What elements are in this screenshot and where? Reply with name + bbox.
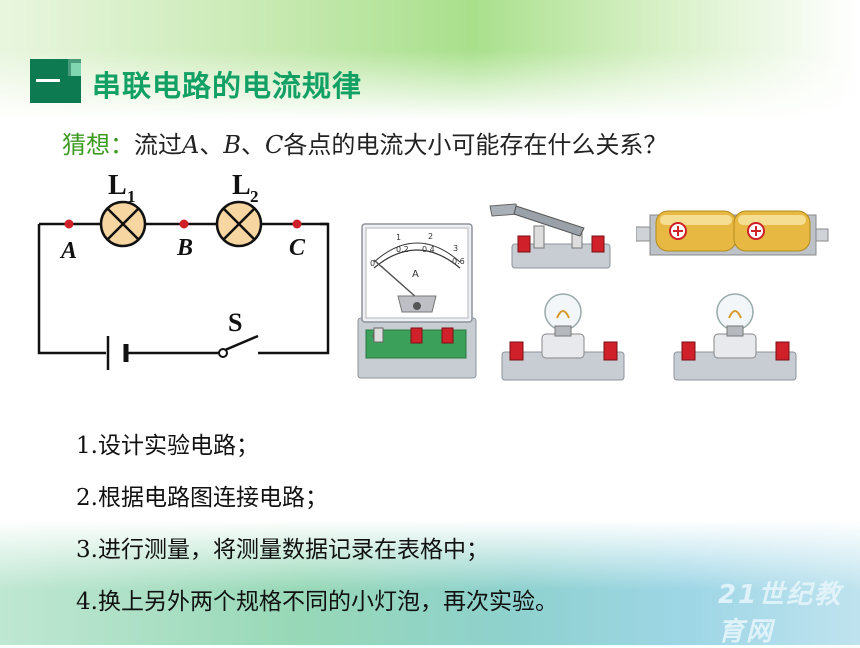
ammeter-scale-0: 0 — [370, 259, 375, 268]
point-c-label: C — [289, 235, 306, 261]
switch-label: S — [228, 308, 242, 337]
header-background — [0, 0, 860, 120]
lamp-l2-label: L — [232, 170, 251, 201]
knife-switch-icon — [489, 203, 611, 269]
step-item: 1.设计实验电路； — [76, 433, 259, 459]
step-item: 4.换上另外两个规格不同的小灯泡，再次实验。 — [76, 589, 558, 615]
battery-icon — [636, 210, 829, 256]
ammeter-unit: A — [412, 269, 419, 280]
hypothesis-text-1: 流过 — [134, 131, 182, 159]
lamp-l1-subscript: 1 — [127, 187, 136, 206]
lamp-l2-subscript: 2 — [250, 187, 259, 206]
node-b — [179, 219, 189, 229]
hypothesis-text-2: 各点的电流大小可能存在什么关系？ — [283, 131, 668, 159]
ammeter-scale-04: 0.4 — [422, 245, 435, 254]
node-c — [292, 219, 302, 229]
circuit-diagram: L 1 L 2 A B C S — [37, 170, 330, 370]
step-item: 3.进行测量，将测量数据记录在表格中； — [76, 537, 489, 563]
hypothesis-sep-1: 、 — [199, 131, 224, 159]
ammeter-scale-02: 0.2 — [396, 245, 409, 254]
hypothesis-line: 猜想：流过A、B、C各点的电流大小可能存在什么关系？ — [62, 125, 667, 160]
ammeter-upper-2: 2 — [428, 232, 433, 241]
ammeter-scale-06: 0.6 — [452, 257, 465, 266]
ammeter-icon: 0 0.2 0.4 0.6 1 2 3 A — [357, 223, 477, 379]
ammeter-upper-1: 1 — [396, 233, 401, 242]
node-a — [64, 219, 74, 229]
footer-background — [0, 520, 860, 645]
point-a-label: A — [59, 238, 77, 264]
lamp-holder-1-icon — [501, 293, 625, 381]
hypothesis-point-b: B — [223, 131, 241, 159]
steps-list: 1.设计实验电路； 2.根据电路图连接电路； 3.进行测量，将测量数据记录在表格… — [76, 430, 558, 638]
hypothesis-point-a: A — [182, 131, 200, 159]
lamp-l2-icon — [215, 200, 263, 248]
lamp-l1-icon — [99, 200, 147, 248]
watermark: 21世纪教育网 — [718, 580, 843, 647]
page-title: 串联电路的电流规律 — [92, 69, 363, 103]
ammeter-upper-3: 3 — [453, 244, 458, 253]
title-bullet-icon — [30, 59, 81, 103]
point-b-label: B — [176, 235, 193, 261]
hypothesis-sep-2: 、 — [240, 131, 265, 159]
lamp-holder-2-icon — [673, 293, 797, 381]
hypothesis-lead: 猜想： — [62, 131, 134, 159]
step-item: 2.根据电路图连接电路； — [76, 485, 328, 511]
hypothesis-point-c: C — [264, 131, 284, 159]
lamp-l1-label: L — [108, 170, 127, 201]
